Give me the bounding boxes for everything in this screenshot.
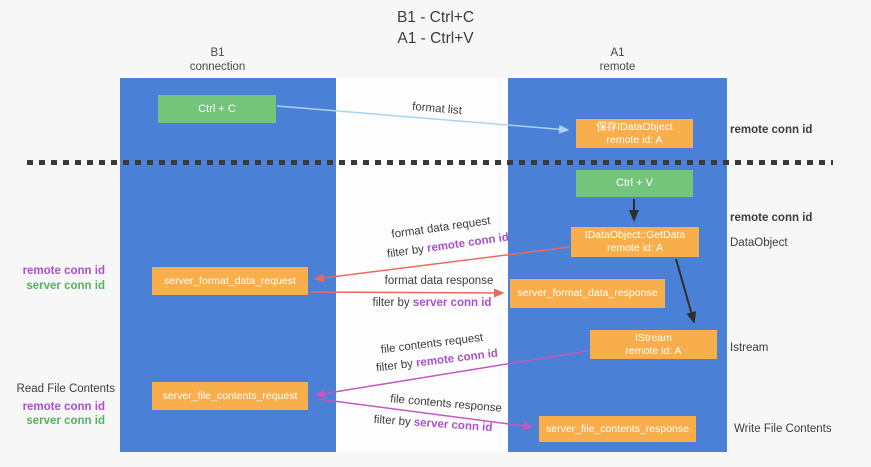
node-idataobject-getdata-line1: IDataObject::GetData	[584, 229, 686, 241]
page-title: B1 - Ctrl+C A1 - Ctrl+V	[0, 7, 871, 49]
left-label-remote-conn-id-1: remote conn id	[22, 265, 105, 277]
filter-by-text: filter by	[372, 297, 410, 309]
right-label-remote-conn-id-top: remote conn id	[730, 124, 813, 136]
node-istream-line2: remote id: A	[625, 344, 682, 357]
node-istream-line1: IStream	[635, 331, 672, 344]
right-label-dataobject: DataObject	[730, 237, 788, 249]
node-istream: IStream remote id: A	[590, 330, 717, 359]
lifeline-a1-name: A1	[610, 47, 625, 59]
phase-divider-dashed-line	[27, 160, 833, 165]
left-label-server-conn-id-2: server conn id	[26, 415, 105, 427]
node-server-format-data-request: server_format_data_request	[152, 267, 308, 295]
node-save-idataobject-line2: remote id: A	[606, 133, 663, 146]
left-label-remote-conn-id-2: remote conn id	[22, 401, 105, 413]
node-save-idataobject-line1: 保存IDataObject	[596, 120, 673, 133]
node-ctrl-v-label: Ctrl + V	[616, 177, 653, 189]
label-format-data-response-text: format data response	[384, 275, 494, 287]
node-ctrl-c: Ctrl + C	[158, 95, 276, 123]
node-server-file-contents-response-label: server_file_contents_response	[545, 422, 689, 435]
node-server-file-contents-response: server_file_contents_response	[539, 416, 696, 442]
lifeline-b1-name: B1	[210, 47, 225, 59]
right-label-remote-conn-id-mid: remote conn id	[730, 212, 813, 224]
node-server-file-contents-request: server_file_contents_request	[152, 382, 308, 410]
node-idataobject-getdata-line2: remote id: A	[606, 242, 664, 254]
node-idataobject-getdata: IDataObject::GetData remote id: A	[571, 227, 699, 257]
right-label-istream: Istream	[730, 342, 769, 354]
node-server-format-data-response-label: server_format_data_response	[517, 287, 658, 299]
server-conn-id-text: server conn id	[412, 297, 492, 309]
node-server-file-contents-request-label: server_file_contents_request	[162, 389, 298, 402]
node-ctrl-v: Ctrl + V	[576, 170, 693, 197]
lifeline-a1-role: remote	[599, 61, 636, 73]
node-server-format-data-request-label: server_format_data_request	[164, 274, 296, 287]
node-save-idataobject: 保存IDataObject remote id: A	[576, 119, 693, 148]
title-line-1: B1 - Ctrl+C	[396, 9, 475, 26]
lifeline-header-a1: A1 remote	[508, 46, 727, 74]
node-ctrl-c-label: Ctrl + C	[198, 102, 236, 115]
left-label-server-conn-id-1: server conn id	[26, 280, 105, 292]
lifeline-header-b1: B1 connection	[110, 46, 325, 74]
title-line-2: A1 - Ctrl+V	[397, 30, 474, 47]
lifeline-b1-role: connection	[189, 61, 246, 73]
left-label-read-file-contents: Read File Contents	[16, 383, 115, 395]
label-format-data-response: format data response	[385, 275, 494, 287]
node-server-format-data-response: server_format_data_response	[510, 279, 665, 308]
right-label-write-file-contents: Write File Contents	[734, 423, 832, 435]
filter-by-text: filter by	[373, 413, 412, 429]
label-filter-server-1: filter by server conn id	[373, 297, 492, 309]
